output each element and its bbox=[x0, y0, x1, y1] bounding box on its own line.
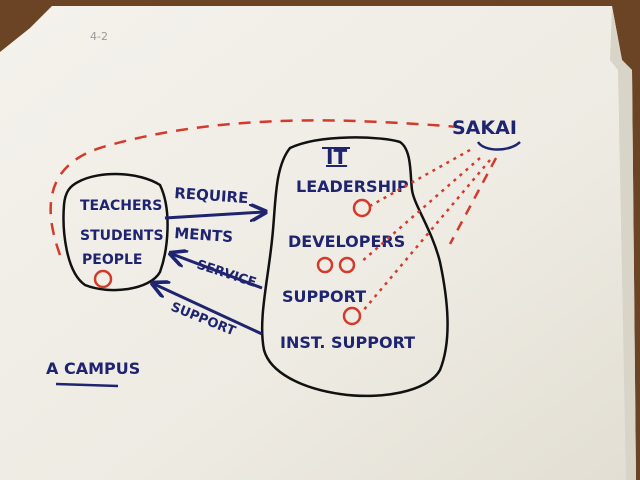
sakai-developers-link bbox=[359, 157, 481, 264]
support-arrow bbox=[154, 284, 263, 336]
campus-sakai-dashed-line bbox=[49, 119, 469, 256]
campus-title: A CAMPUS bbox=[46, 359, 140, 378]
it-item-support: SUPPORT bbox=[282, 287, 366, 306]
campus-person-marker bbox=[93, 269, 113, 289]
sakai-underline bbox=[476, 141, 521, 151]
it-item-leadership: LEADERSHIP bbox=[296, 177, 409, 196]
sakai-inst-support-link bbox=[448, 157, 498, 245]
campus-item-people: PEOPLE bbox=[82, 252, 142, 268]
it-item-inst-support: INST. SUPPORT bbox=[280, 333, 415, 352]
sakai-label: SAKAI bbox=[452, 117, 517, 139]
developer-person-marker-2 bbox=[338, 256, 356, 274]
paper-sheet bbox=[0, 6, 636, 480]
leadership-person-marker bbox=[352, 198, 372, 218]
sakai-leadership-link bbox=[369, 148, 471, 208]
campus-title-underline bbox=[55, 382, 119, 388]
requirements-label-line1: REQUIRE bbox=[174, 184, 249, 207]
it-boundary bbox=[260, 136, 449, 398]
it-title: IT bbox=[326, 145, 347, 169]
support-person-marker bbox=[342, 306, 362, 326]
sakai-support-link bbox=[361, 159, 491, 313]
campus-item-teachers: TEACHERS bbox=[80, 198, 162, 214]
campus-boundary bbox=[62, 172, 169, 292]
campus-item-students: STUDENTS bbox=[80, 228, 164, 244]
paper-fold bbox=[610, 6, 636, 480]
requirements-arrow bbox=[164, 212, 264, 218]
service-arrow bbox=[172, 254, 263, 290]
requirements-label-line2: MENTS bbox=[174, 224, 234, 246]
corner-pencil-mark: 4-2 bbox=[90, 30, 108, 43]
developer-person-marker-1 bbox=[316, 256, 334, 274]
it-item-developers: DEVELOPERS bbox=[288, 232, 405, 251]
